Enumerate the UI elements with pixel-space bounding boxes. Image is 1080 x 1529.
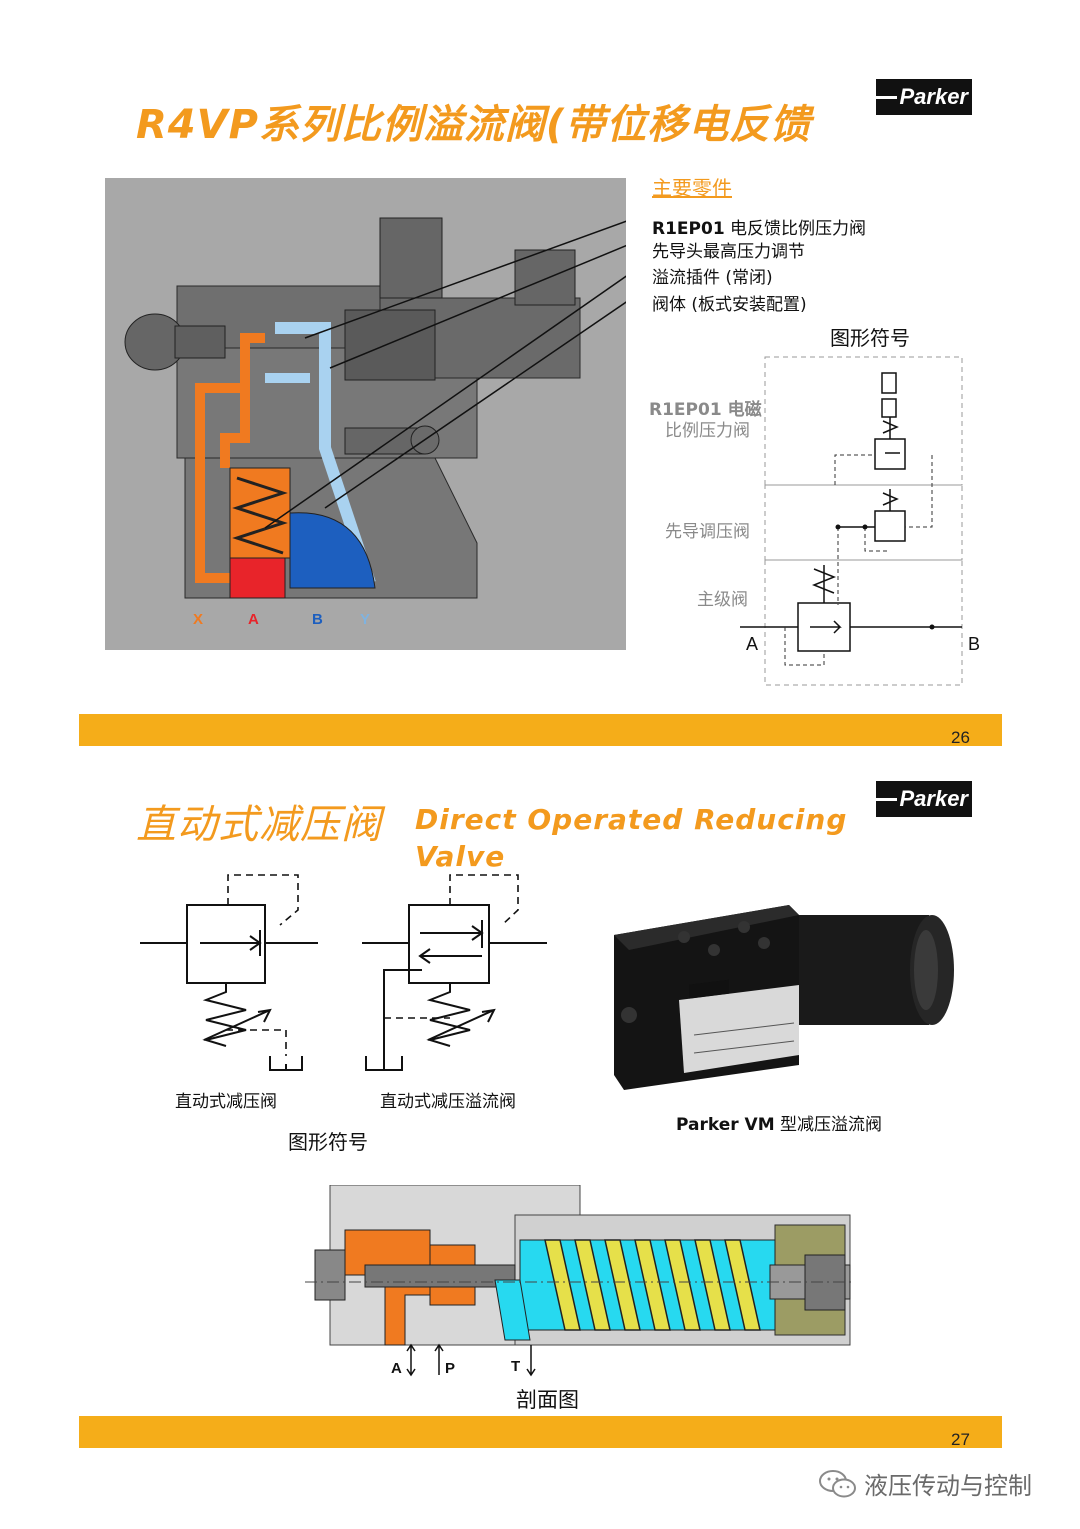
label-r1ep01-line1: R1EP01 电磁 [649,400,762,420]
watermark-text: 液压传动与控制 [864,1472,1032,1500]
wechat-icon [819,1469,856,1497]
part-item-1: R1EP01 电反馈比例压力阀 [652,219,867,239]
photo-caption: Parker VM 型减压溢流阀 [676,1115,883,1135]
section-port-t: T [511,1358,520,1375]
slide2-title-en-line1: Direct Operated Reducing [415,803,848,836]
part-item-4: 阀体 (板式安装配置) [652,295,807,315]
slide2-footer-band [79,1416,1002,1448]
symbol-heading: 图形符号 [830,326,910,350]
port-x-label: X [193,611,203,628]
symbol2-caption: 直动式减压溢流阀 [380,1092,516,1112]
section-port-p: P [445,1360,455,1377]
section-caption: 剖面图 [516,1388,579,1412]
port-a-label: A [248,611,259,628]
slide1-footer-band [79,714,1002,746]
parker-logo-2: Parker [876,781,972,817]
reducing-valve-section-drawing: A P T [305,1185,855,1377]
port-y-label: Y [360,611,370,628]
label-main-valve: 主级阀 [697,590,748,610]
label-pilot-valve: 先导调压阀 [665,522,750,542]
label-r1ep01-line2: 比例压力阀 [665,421,750,441]
r4vp-hydraulic-symbol: A B [740,356,980,686]
symbol1-caption: 直动式减压阀 [175,1092,277,1112]
page-number-27: 27 [951,1430,970,1449]
part-item-3: 溢流插件 (常闭) [652,268,773,288]
symbols-heading: 图形符号 [288,1130,368,1154]
page-number-26: 26 [951,728,970,747]
r4vp-cross-section: X A B Y [105,178,636,650]
slide1-title: R4VP系列比例溢流阀(带位移电反馈 [136,102,812,148]
direct-reducing-relief-valve-symbol [362,874,547,1071]
parts-heading: 主要零件 [652,176,732,200]
section-port-a: A [391,1360,402,1377]
r4vp-cross-section-drawing: X A B Y [124,217,636,628]
part-item-2: 先导头最高压力调节 [652,242,805,262]
parker-vm-valve-photo [614,905,954,1090]
port-b-label: B [312,611,323,628]
slide2-title-en-line2: Valve [415,840,506,873]
symbol-port-a: A [746,634,758,654]
wechat-watermark: 液压传动与控制 [818,1466,1032,1501]
slide2-title-cn: 直动式减压阀 [136,802,382,848]
direct-reducing-valve-symbol [140,874,318,1071]
parker-logo: Parker [876,79,972,115]
symbol-port-b: B [968,634,980,654]
